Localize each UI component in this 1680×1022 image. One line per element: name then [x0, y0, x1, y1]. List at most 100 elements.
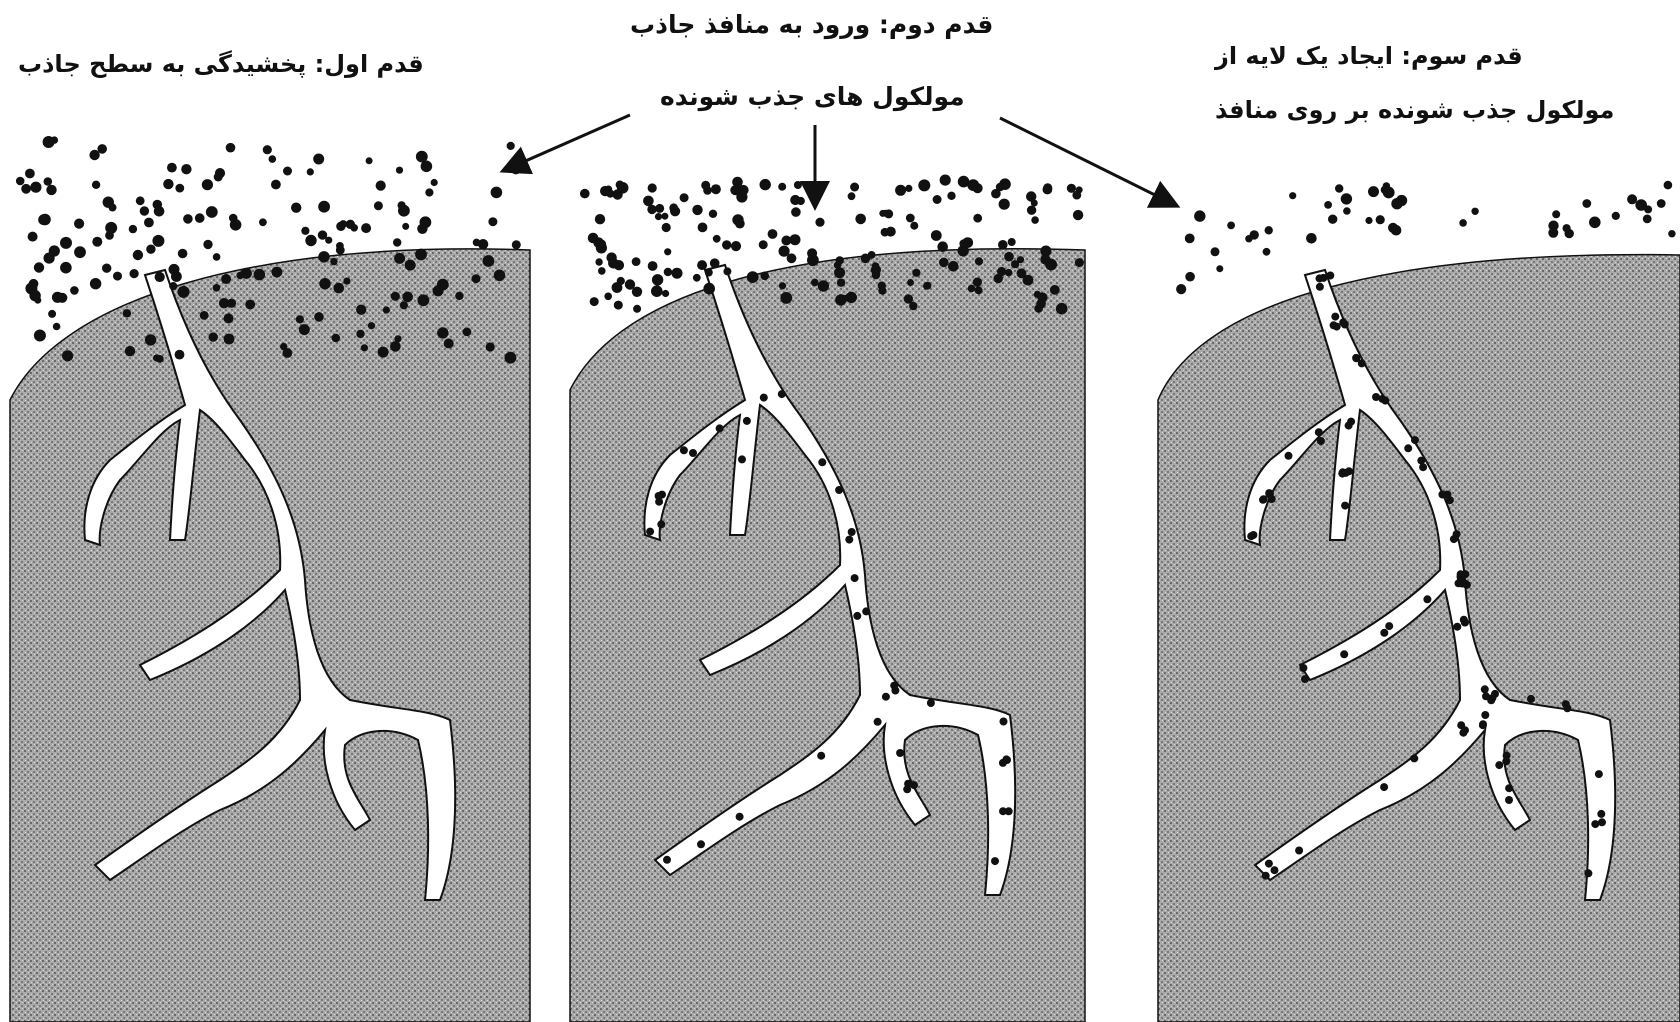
molecule	[57, 293, 67, 303]
molecule	[105, 222, 117, 234]
molecule	[781, 236, 791, 246]
molecule	[374, 201, 383, 210]
molecule	[229, 214, 238, 223]
molecule	[34, 262, 44, 272]
molecule	[332, 334, 341, 343]
pore-molecule	[1268, 495, 1276, 503]
molecule	[145, 334, 156, 345]
molecule	[299, 324, 310, 335]
molecule	[1005, 269, 1012, 276]
molecule	[811, 279, 819, 287]
molecule	[1657, 199, 1666, 208]
pore-molecule	[817, 752, 825, 760]
molecule	[1341, 193, 1352, 204]
molecule	[625, 279, 635, 289]
molecule	[415, 249, 427, 261]
step3-label-line2: مولکول جذب شونده بر روی منافذ	[1215, 96, 1614, 124]
molecule	[491, 187, 503, 199]
molecule	[933, 195, 942, 204]
molecule	[394, 335, 401, 342]
molecule	[361, 344, 368, 351]
molecule	[405, 260, 416, 271]
molecule	[909, 302, 917, 310]
molecule	[973, 278, 982, 287]
molecule	[280, 343, 287, 350]
molecule	[296, 315, 304, 323]
molecule	[1383, 187, 1395, 199]
molecule	[136, 196, 145, 205]
molecule	[390, 341, 401, 352]
pore-molecule	[1591, 820, 1599, 828]
step1-label: قدم اول: پخشیدگی به سطح جاذب	[18, 50, 424, 78]
pore-molecule	[1262, 872, 1270, 880]
molecule	[421, 161, 433, 173]
pore-molecule	[910, 781, 918, 789]
pore-molecule	[1410, 754, 1418, 762]
molecule	[163, 179, 173, 189]
molecule	[759, 240, 768, 249]
molecule	[632, 257, 641, 266]
pore-molecule	[1330, 321, 1338, 329]
molecule	[968, 285, 976, 293]
molecule	[912, 269, 920, 277]
molecule	[710, 258, 720, 268]
molecule	[301, 227, 309, 235]
molecule	[48, 310, 56, 318]
molecule	[879, 210, 886, 217]
molecule	[1056, 303, 1068, 315]
pore-molecule	[896, 749, 904, 757]
step2-label-line1: قدم دوم: ورود به منافذ جاذب	[630, 10, 993, 39]
pore-molecule	[738, 455, 746, 463]
molecule	[70, 286, 79, 295]
molecule	[53, 323, 61, 331]
molecule	[224, 313, 234, 323]
pore-molecule	[1316, 274, 1324, 282]
molecule	[144, 218, 154, 228]
pore-molecule	[991, 857, 999, 865]
molecule	[818, 280, 829, 291]
molecule	[1067, 184, 1076, 193]
molecule	[140, 206, 149, 215]
molecule	[38, 214, 49, 225]
pore-molecule	[1479, 720, 1487, 728]
molecule	[670, 206, 680, 216]
pore-molecule	[862, 607, 870, 615]
molecule	[904, 294, 913, 303]
molecule	[1073, 210, 1083, 220]
molecule	[25, 169, 35, 179]
molecule	[167, 163, 177, 173]
molecule	[195, 213, 205, 223]
panel-step1	[10, 136, 530, 1022]
molecule	[834, 267, 845, 278]
molecule	[259, 218, 267, 226]
molecule	[318, 251, 329, 262]
pore-molecule	[1326, 272, 1334, 280]
molecule	[46, 185, 56, 195]
pore-molecule	[1352, 354, 1360, 362]
molecule	[760, 272, 769, 281]
molecule	[1396, 195, 1407, 206]
pore-molecule	[848, 528, 856, 536]
molecule	[361, 223, 371, 233]
molecule	[940, 175, 951, 186]
panel-step3	[1158, 181, 1680, 1022]
molecule	[703, 283, 715, 295]
molecule	[483, 255, 495, 267]
molecule	[1004, 252, 1014, 262]
pore-molecule	[874, 718, 882, 726]
molecule	[1075, 258, 1084, 267]
molecule	[998, 240, 1008, 250]
molecule	[253, 269, 265, 281]
molecule	[62, 350, 73, 361]
molecule	[200, 311, 209, 320]
molecule	[181, 164, 191, 174]
pore-molecule	[736, 813, 744, 821]
molecule	[614, 301, 623, 310]
molecule	[319, 278, 330, 289]
molecule	[648, 261, 658, 271]
molecule	[113, 272, 122, 281]
pore-molecule	[1505, 796, 1513, 804]
molecule	[1263, 248, 1271, 256]
molecule	[895, 185, 906, 196]
molecule	[1391, 225, 1402, 236]
